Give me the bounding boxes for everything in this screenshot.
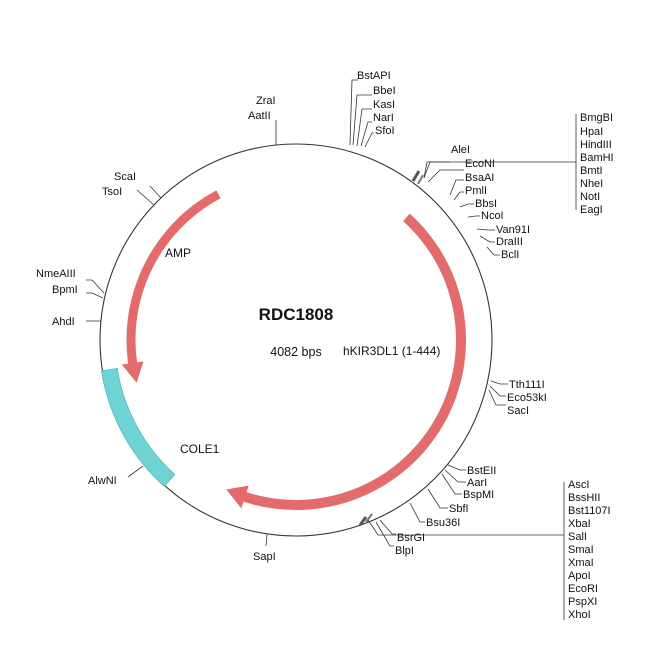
site-label: Eco53kI [507, 392, 547, 404]
feature-insert: hKIR3DL1 (1-444) [226, 213, 466, 510]
site-label: BspMI [463, 489, 494, 501]
site-label: BmtI [580, 165, 603, 177]
site-label: SapI [253, 551, 276, 563]
site-label: NheI [580, 178, 603, 190]
feature-ori: COLE1 [101, 367, 220, 487]
site-label: BmgBI [580, 112, 613, 124]
cut-site-lines [86, 79, 577, 620]
site-label: BsaAI [465, 172, 494, 184]
site-label: SalI [568, 531, 587, 543]
amp-arrow [121, 190, 221, 383]
site-label: HindIII [580, 139, 612, 151]
site-label: XhoI [568, 609, 591, 621]
site-label: Bst1107I [568, 505, 611, 517]
site-label: PmlI [465, 185, 487, 197]
site-label: EagI [580, 204, 603, 216]
mcs-marks-bottom [358, 513, 373, 526]
site-label: ApoI [568, 570, 591, 582]
site-label: Tth111I [509, 379, 545, 391]
site-label: BpmI [52, 284, 78, 296]
site-label: BstEII [467, 465, 496, 477]
site-label: AarI [467, 477, 487, 489]
site-label: KasI [373, 99, 395, 111]
site-label: NotI [580, 191, 600, 203]
site-label: AscI [568, 479, 589, 491]
site-label: BstAPI [357, 70, 391, 82]
site-label: ScaI [114, 171, 136, 183]
site-label: DraIII [496, 236, 523, 248]
site-labels: BstAPI BbeI KasI NarI SfoI ZraI AatII Sc… [36, 70, 614, 621]
site-label: NcoI [481, 210, 504, 222]
site-label: BamHI [580, 152, 614, 164]
site-label: XbaI [568, 518, 591, 530]
site-label: SacI [507, 405, 529, 417]
plasmid-size: 4082 bps [270, 345, 321, 359]
ori-label: COLE1 [180, 442, 220, 456]
insert-arrow [226, 213, 466, 510]
site-label: AlwNI [88, 475, 117, 487]
mcs-marks-top [411, 170, 424, 185]
site-label: BclI [501, 249, 519, 261]
site-label: BssHII [568, 492, 600, 504]
site-label: ZraI [256, 95, 276, 107]
site-label: BbsI [475, 198, 497, 210]
site-label: BsrGI [397, 532, 425, 544]
site-label: SmaI [568, 544, 594, 556]
site-label: NmeAIII [36, 268, 76, 280]
site-label: NarI [373, 112, 394, 124]
site-label: AatII [248, 110, 271, 122]
site-label: EcoNI [465, 158, 495, 170]
site-label: EcoRI [568, 583, 598, 595]
feature-amp: AMP [121, 190, 221, 383]
plasmid-backbone [99, 143, 493, 537]
site-label: PspXI [568, 596, 597, 608]
site-label: Van91I [496, 224, 530, 236]
site-label: TsoI [102, 186, 122, 198]
amp-label: AMP [165, 246, 191, 260]
site-label: Bsu36I [426, 517, 460, 529]
site-label: SbfI [449, 503, 469, 515]
site-label: BbeI [373, 85, 396, 97]
insert-label: hKIR3DL1 (1-444) [343, 344, 440, 358]
site-label: AleI [451, 144, 470, 156]
ori-block [101, 367, 176, 487]
site-label: HpaI [580, 126, 603, 138]
plasmid-name: RDC1808 [259, 305, 334, 324]
site-label: SfoI [375, 125, 395, 137]
site-label: XmaI [568, 557, 594, 569]
site-label: BlpI [395, 545, 414, 557]
site-label: AhdI [52, 316, 75, 328]
